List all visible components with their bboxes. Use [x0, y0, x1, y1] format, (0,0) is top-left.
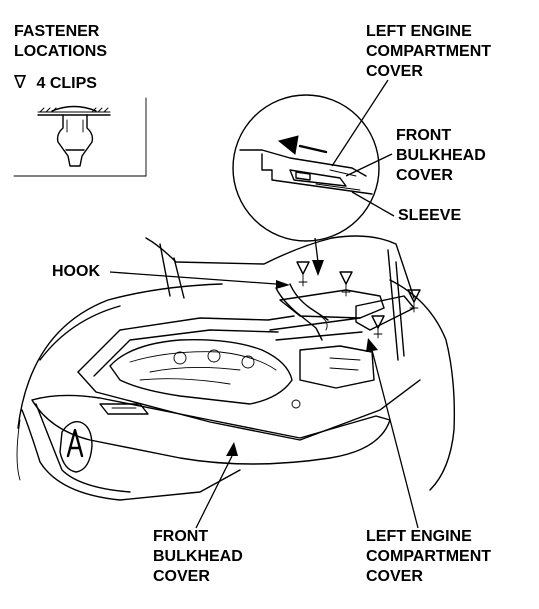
callout-line: BULKHEAD: [153, 548, 243, 565]
callout-line: COMPARTMENT: [366, 548, 492, 565]
callout-bottom-front-bulkhead: FRONT BULKHEAD COVER: [153, 527, 243, 587]
callout-line: COVER: [396, 167, 453, 184]
fastener-title-line2: LOCATIONS: [14, 43, 108, 60]
direction-arrow-head: [277, 135, 299, 155]
clip-legend-box: [13, 97, 147, 177]
callout-detail-front-bulkhead: FRONT BULKHEAD COVER: [396, 126, 486, 186]
clip-markers: [296, 261, 421, 339]
callout-bottom-left-engine-cover: LEFT ENGINE COMPARTMENT COVER: [366, 527, 491, 587]
callout-line: COVER: [366, 568, 423, 585]
callout-line: FRONT: [153, 528, 209, 545]
direction-arrow-shaft: [298, 144, 328, 154]
callout-line: COMPARTMENT: [366, 43, 492, 60]
callout-line: LEFT ENGINE: [366, 528, 472, 545]
clip-marker-4: [371, 315, 385, 339]
callout-line: COVER: [153, 568, 210, 585]
callout-sleeve: SLEEVE: [398, 207, 462, 224]
fastener-locations-title: FASTENER LOCATIONS: [14, 22, 107, 62]
bottom-leaders: [195, 338, 419, 529]
detail-leaders: [312, 79, 395, 276]
clip-count-label: ∇ 4 CLIPS: [14, 72, 97, 94]
clip-count-text: 4 CLIPS: [36, 75, 97, 92]
clip-marker-1: [296, 261, 310, 287]
fastener-title-line1: FASTENER: [14, 23, 100, 40]
callout-line: FRONT: [396, 127, 452, 144]
detail-circle: [232, 94, 380, 242]
callout-hook: HOOK: [52, 263, 100, 280]
clip-marker-3: [407, 289, 421, 313]
callout-detail-left-engine-cover: LEFT ENGINE COMPARTMENT COVER: [366, 22, 491, 82]
clip-marker-2: [339, 271, 353, 297]
clip-symbol-icon: ∇: [14, 72, 27, 92]
callout-line: LEFT ENGINE: [366, 23, 472, 40]
hook-leader: [109, 271, 290, 289]
callout-line: BULKHEAD: [396, 147, 486, 164]
callout-line: COVER: [366, 63, 423, 80]
clip-icon: [37, 105, 111, 167]
